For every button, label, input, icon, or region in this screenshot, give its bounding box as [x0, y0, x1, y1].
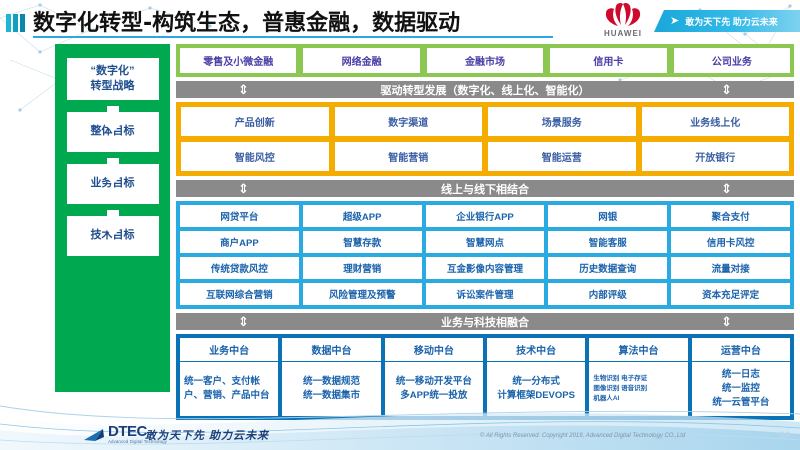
title-decoration-bars-icon — [6, 14, 28, 32]
header-tagline-text: 敢为天下先 助力云未来 — [685, 16, 778, 27]
capabilities-row-2: 商户APP 智慧存款 智慧网点 智能客服 信用卡风控 — [180, 231, 790, 253]
capability-litigation-mgmt[interactable]: 诉讼案件管理 — [425, 283, 545, 305]
huawei-flower-icon — [605, 2, 641, 27]
platform-business-title: 业务中台 — [180, 338, 279, 362]
platform-tech[interactable]: 技术中台 统一分布式 计算框架DEVOPS — [487, 338, 586, 416]
page-header: 数字化转型-构筑生态，普惠金融，数据驱动 HUAWEI ➤ 敢为天下先 助力云未… — [0, 0, 800, 42]
footer-slogan: 敢为天下先 助力云未来 — [145, 430, 270, 442]
layers-column: 零售及小微金融 网络金融 金融市场 信用卡 公司业务 ⇕ 驱动转型发展（数字化、… — [176, 44, 794, 420]
capability-internal-rating[interactable]: 内部评级 — [548, 283, 668, 305]
capability-traditional-loan-risk[interactable]: 传统贷款风控 — [180, 257, 299, 279]
business-line-corporate[interactable]: 公司业务 — [673, 48, 791, 73]
business-lines-band: 零售及小微金融 网络金融 金融市场 信用卡 公司业务 — [176, 44, 794, 77]
capability-history-data-query[interactable]: 历史数据查询 — [548, 257, 668, 279]
capability-online-lending[interactable]: 网贷平台 — [180, 205, 299, 227]
dtec-subtitle: Advanced Digital Technology — [108, 439, 168, 444]
goal-business-online[interactable]: 业务线上化 — [641, 107, 789, 136]
goal-smart-risk-control[interactable]: 智能风控 — [181, 142, 329, 171]
platform-algorithm[interactable]: 算法中台 生物识别 电子存证 图像识别 语音识别 机器人AI — [589, 338, 688, 416]
goal-product-innovation[interactable]: 产品创新 — [181, 107, 329, 136]
capabilities-row-1: 网贷平台 超级APP 企业银行APP 网银 聚合支付 — [180, 205, 790, 227]
footer-copyright: © All Rights Reserved. Copyright 2019, A… — [480, 433, 686, 439]
platform-data[interactable]: 数据中台 统一数据规范 统一数据集市 — [282, 338, 381, 416]
strategy-sidebar: “数字化” 转型战略 整体目标 业务目标 技术目标 — [55, 44, 170, 392]
double-arrow-icon-left-1: ⇕ — [238, 82, 249, 97]
platform-business-desc: 统一客户、支付帐户、营销、产品中台 — [184, 376, 270, 401]
connector-label-drive: 驱动转型发展（数字化、线上化、智能化） — [380, 84, 590, 97]
capabilities-row-4: 互联网综合营销 风险管理及预警 诉讼案件管理 内部评级 资本充足评定 — [180, 283, 790, 305]
goal-open-banking[interactable]: 开放银行 — [641, 142, 789, 171]
capability-aggregate-payment[interactable]: 聚合支付 — [671, 205, 790, 227]
capability-card-risk-control[interactable]: 信用卡风控 — [671, 231, 790, 253]
capability-traffic-integration[interactable]: 流量对接 — [671, 257, 790, 279]
connector-biz-tech-fusion: ⇕ 业务与科技相融合 ⇕ — [176, 313, 794, 330]
platform-algorithm-title: 算法中台 — [589, 338, 688, 362]
capability-capital-adequacy[interactable]: 资本充足评定 — [671, 283, 790, 305]
diagram-stage: “数字化” 转型战略 整体目标 业务目标 技术目标 零售及小微金融 网络金融 金… — [0, 42, 800, 420]
platform-mobile-title: 移动中台 — [384, 338, 483, 362]
huawei-wordmark: HUAWEI — [604, 29, 642, 38]
platform-operation[interactable]: 运营中台 统一日志 统一监控 统一云管平台 — [691, 338, 790, 416]
goals-row-2: 智能风控 智能营销 智能运营 开放银行 — [181, 142, 789, 171]
capability-smart-branch[interactable]: 智慧网点 — [425, 231, 545, 253]
transformation-goals-band: 产品创新 数字渠道 场景服务 业务线上化 智能风控 智能营销 智能运营 开放银行 — [176, 102, 794, 176]
double-arrow-icon-left-2: ⇕ — [238, 181, 249, 196]
connector-drive-transformation: ⇕ 驱动转型发展（数字化、线上化、智能化） ⇕ — [176, 81, 794, 98]
platform-mobile-desc: 统一移动开发平台 多APP统一投放 — [395, 376, 472, 401]
business-line-internet-finance[interactable]: 网络金融 — [303, 48, 420, 73]
dtec-mark-icon — [84, 429, 104, 442]
sidebar-item-strategy[interactable]: “数字化” 转型战略 — [66, 58, 159, 100]
goal-digital-channel[interactable]: 数字渠道 — [334, 107, 482, 136]
platform-tech-desc: 统一分布式 计算框架DEVOPS — [497, 376, 575, 401]
connector-online-offline: ⇕ 线上与线下相结合 ⇕ — [176, 180, 794, 197]
platform-algorithm-desc: 生物识别 电子存证 图像识别 语音识别 机器人AI — [593, 375, 648, 402]
capability-wealth-marketing[interactable]: 理财营销 — [302, 257, 422, 279]
footer-wave-decoration — [0, 405, 800, 450]
capability-image-content-mgmt[interactable]: 互金影像内容管理 — [425, 257, 545, 279]
double-arrow-icon-right-2: ⇕ — [721, 181, 732, 196]
platform-data-desc: 统一数据规范 统一数据集市 — [302, 376, 360, 401]
double-arrow-icon-left-3: ⇕ — [238, 314, 249, 329]
goal-smart-operation[interactable]: 智能运营 — [488, 142, 636, 171]
title-underline — [33, 36, 553, 38]
goals-row-1: 产品创新 数字渠道 场景服务 业务线上化 — [181, 107, 789, 136]
platform-business[interactable]: 业务中台 统一客户、支付帐户、营销、产品中台 — [180, 338, 279, 416]
huawei-logo: HUAWEI — [592, 2, 654, 40]
platform-tech-title: 技术中台 — [487, 338, 586, 362]
capability-smart-deposit[interactable]: 智慧存款 — [302, 231, 422, 253]
capability-super-app[interactable]: 超级APP — [302, 205, 422, 227]
capability-internet-marketing[interactable]: 互联网综合营销 — [180, 283, 299, 305]
page-number: 10 — [779, 430, 790, 440]
platform-operation-desc: 统一日志 统一监控 统一云管平台 — [712, 369, 770, 408]
platform-operation-title: 运营中台 — [691, 338, 790, 362]
business-line-credit-card[interactable]: 信用卡 — [550, 48, 667, 73]
business-line-retail[interactable]: 零售及小微金融 — [180, 48, 297, 73]
connector-label-biz-tech: 业务与科技相融合 — [441, 316, 529, 329]
platform-mobile[interactable]: 移动中台 统一移动开发平台 多APP统一投放 — [384, 338, 483, 416]
dtec-name: DTEC — [108, 423, 147, 440]
capability-merchant-app[interactable]: 商户APP — [180, 231, 299, 253]
capabilities-band: 网贷平台 超级APP 企业银行APP 网银 聚合支付 商户APP 智慧存款 智慧… — [176, 201, 794, 309]
middle-platforms-band: 业务中台 统一客户、支付帐户、营销、产品中台 数据中台 统一数据规范 统一数据集… — [176, 334, 794, 420]
goal-smart-marketing[interactable]: 智能营销 — [334, 142, 482, 171]
capability-online-banking[interactable]: 网银 — [548, 205, 668, 227]
header-tagline-banner: ➤ 敢为天下先 助力云未来 — [654, 10, 800, 32]
paper-plane-icon: ➤ — [670, 14, 680, 27]
capability-risk-mgmt-alert[interactable]: 风险管理及预警 — [302, 283, 422, 305]
business-line-financial-market[interactable]: 金融市场 — [426, 48, 544, 73]
capability-corporate-bank-app[interactable]: 企业银行APP — [425, 205, 545, 227]
dtec-logo: DTEC Advanced Digital Technology — [83, 424, 167, 444]
platform-columns: 业务中台 统一客户、支付帐户、营销、产品中台 数据中台 统一数据规范 统一数据集… — [180, 338, 790, 416]
page-title: 数字化转型-构筑生态，普惠金融，数据驱动 — [33, 11, 461, 36]
capabilities-row-3: 传统贷款风控 理财营销 互金影像内容管理 历史数据查询 流量对接 — [180, 257, 790, 279]
platform-data-title: 数据中台 — [282, 338, 381, 362]
capability-smart-service[interactable]: 智能客服 — [548, 231, 668, 253]
double-arrow-icon-right-1: ⇕ — [721, 82, 732, 97]
connector-label-online-offline: 线上与线下相结合 — [441, 183, 529, 196]
double-arrow-icon-right-3: ⇕ — [721, 314, 732, 329]
goal-scenario-service[interactable]: 场景服务 — [488, 107, 636, 136]
